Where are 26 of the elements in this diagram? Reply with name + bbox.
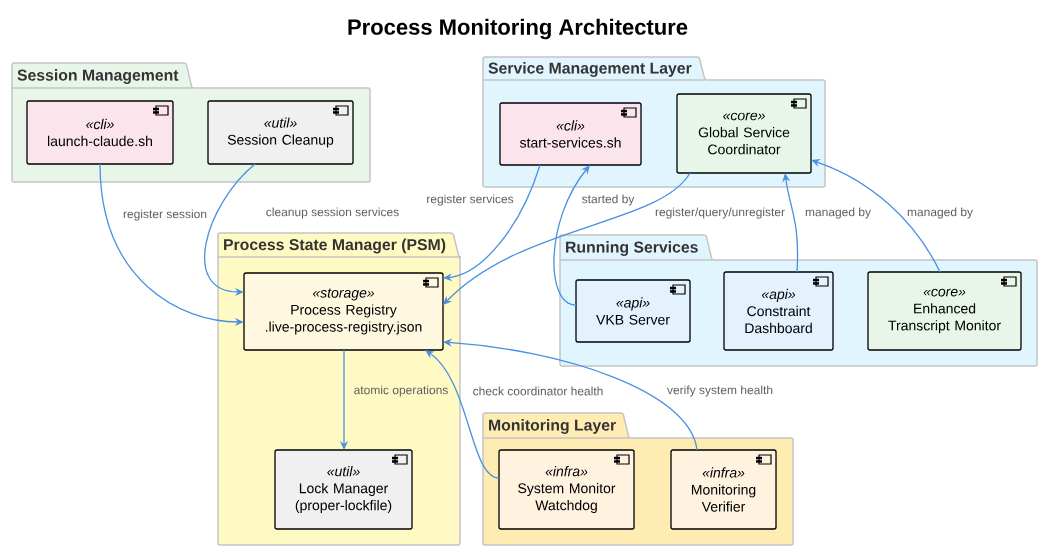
arrow [443, 172, 691, 305]
component-box: «infra» Monitoring Verifier [670, 449, 777, 530]
edge-label: verify system health [665, 383, 775, 399]
diagram-title: Process Monitoring Architecture [348, 18, 688, 40]
edge-label: register/query/unregister [653, 205, 787, 221]
component-box: «cli» start-services.sh [499, 102, 642, 166]
component-box: «api» Constraint Dashboard [723, 271, 834, 351]
edge-label: managed by [803, 205, 873, 221]
arrow [425, 350, 500, 479]
component-box: «cli» launch-claude.sh [26, 100, 174, 165]
edge-label: managed by [905, 205, 975, 221]
edge-label: register services [424, 192, 516, 208]
component-box: «util» Session Cleanup [207, 100, 354, 165]
component-box: «util» Lock Manager (proper-lockfile) [274, 449, 413, 530]
component-box: «api» VKB Server [575, 279, 691, 343]
component-box: «core» Enhanced Transcript Monitor [867, 271, 1022, 351]
edge-label: started by [580, 192, 636, 208]
component-box: «storage» Process Registry .live-process-registry.json [243, 272, 444, 351]
arrow [443, 164, 541, 282]
arrow [782, 173, 799, 273]
edge-label: check coordinator health [471, 385, 605, 397]
edge-label: cleanup session services [264, 205, 401, 221]
arrow [811, 159, 941, 273]
component-box: «core» Global Service Coordinator [676, 93, 812, 174]
component-box: «infra» System Monitor Watchdog [498, 449, 635, 530]
arrow [553, 165, 590, 306]
